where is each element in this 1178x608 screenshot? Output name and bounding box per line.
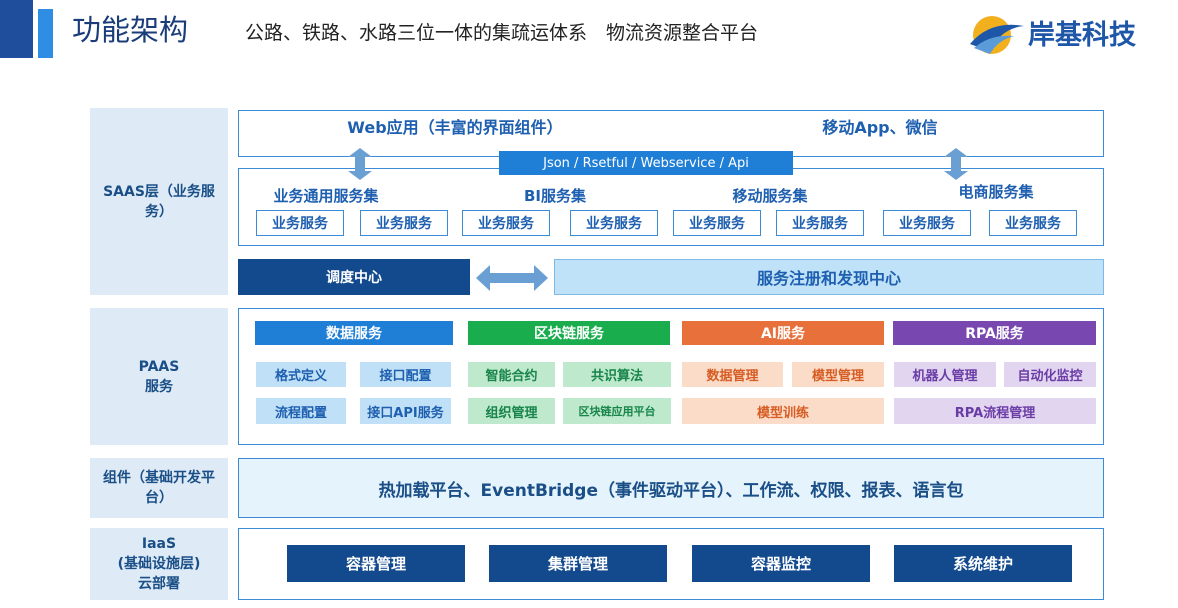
iaas-item: 容器管理 bbox=[287, 545, 465, 582]
service-set-title: 移动服务集 bbox=[732, 186, 808, 205]
component-platform-box: 热加载平台、EventBridge（事件驱动平台）、工作流、权限、报表、语言包 bbox=[238, 458, 1104, 518]
paas-group-header-rpa: RPA服务 bbox=[893, 321, 1096, 345]
api-protocol-bar: Json / Rsetful / Webservice / Api bbox=[499, 151, 793, 175]
paas-item: 格式定义 bbox=[256, 362, 346, 387]
page-subtitle: 公路、铁路、水路三位一体的集疏运体系 物流资源整合平台 bbox=[245, 22, 759, 44]
header-accent-bar-2 bbox=[38, 9, 53, 58]
paas-item: 自动化监控 bbox=[1004, 362, 1096, 387]
layer-label-paas: PAAS 服务 bbox=[90, 308, 228, 445]
company-logo-text: 岸基科技 bbox=[1028, 20, 1136, 51]
paas-item: RPA流程管理 bbox=[894, 398, 1096, 424]
service-set-title: BI服务集 bbox=[523, 186, 586, 205]
vertical-double-arrow-icon bbox=[944, 148, 968, 180]
paas-item: 流程配置 bbox=[256, 398, 346, 424]
header-accent-bar bbox=[0, 0, 33, 58]
company-logo-icon bbox=[970, 16, 1024, 54]
iaas-item: 集群管理 bbox=[489, 545, 667, 582]
business-service-box: 业务服务 bbox=[989, 210, 1077, 236]
business-service-box: 业务服务 bbox=[673, 210, 761, 236]
paas-item: 模型管理 bbox=[792, 362, 884, 387]
layer-label-saas: SAAS层（业务服务） bbox=[90, 108, 228, 295]
paas-item: 共识算法 bbox=[563, 362, 671, 387]
service-set-title: 业务通用服务集 bbox=[273, 186, 379, 205]
page-title: 功能架构 bbox=[72, 13, 189, 47]
paas-item: 机器人管理 bbox=[894, 362, 996, 387]
mobile-app-label: 移动App、微信 bbox=[822, 118, 938, 137]
layer-label-component: 组件（基础开发平台） bbox=[90, 458, 228, 518]
paas-item: 接口配置 bbox=[360, 362, 451, 387]
paas-item: 组织管理 bbox=[468, 398, 555, 424]
paas-item: 智能合约 bbox=[468, 362, 555, 387]
business-service-box: 业务服务 bbox=[776, 210, 864, 236]
paas-group-header-blockchain: 区块链服务 bbox=[468, 321, 670, 345]
vertical-double-arrow-icon bbox=[348, 148, 372, 180]
business-service-box: 业务服务 bbox=[570, 210, 658, 236]
paas-item: 数据管理 bbox=[682, 362, 783, 387]
paas-group-header-ai: AI服务 bbox=[682, 321, 884, 345]
paas-group-header-data: 数据服务 bbox=[255, 321, 453, 345]
layer-label-iaas: IaaS (基础设施层) 云部署 bbox=[90, 528, 228, 600]
business-service-box: 业务服务 bbox=[360, 210, 448, 236]
paas-item: 接口API服务 bbox=[360, 398, 451, 424]
horizontal-double-arrow-icon bbox=[476, 265, 548, 291]
paas-item: 区块链应用平台 bbox=[563, 398, 671, 424]
paas-item: 模型训练 bbox=[682, 398, 884, 424]
service-set-title: 电商服务集 bbox=[958, 182, 1034, 201]
service-registry-center: 服务注册和发现中心 bbox=[554, 259, 1104, 295]
iaas-item: 系统维护 bbox=[894, 545, 1072, 582]
business-service-box: 业务服务 bbox=[256, 210, 344, 236]
business-service-box: 业务服务 bbox=[883, 210, 971, 236]
dispatch-center: 调度中心 bbox=[238, 259, 470, 295]
web-app-label: Web应用（丰富的界面组件） bbox=[347, 118, 563, 137]
iaas-item: 容器监控 bbox=[692, 545, 870, 582]
business-service-box: 业务服务 bbox=[462, 210, 550, 236]
